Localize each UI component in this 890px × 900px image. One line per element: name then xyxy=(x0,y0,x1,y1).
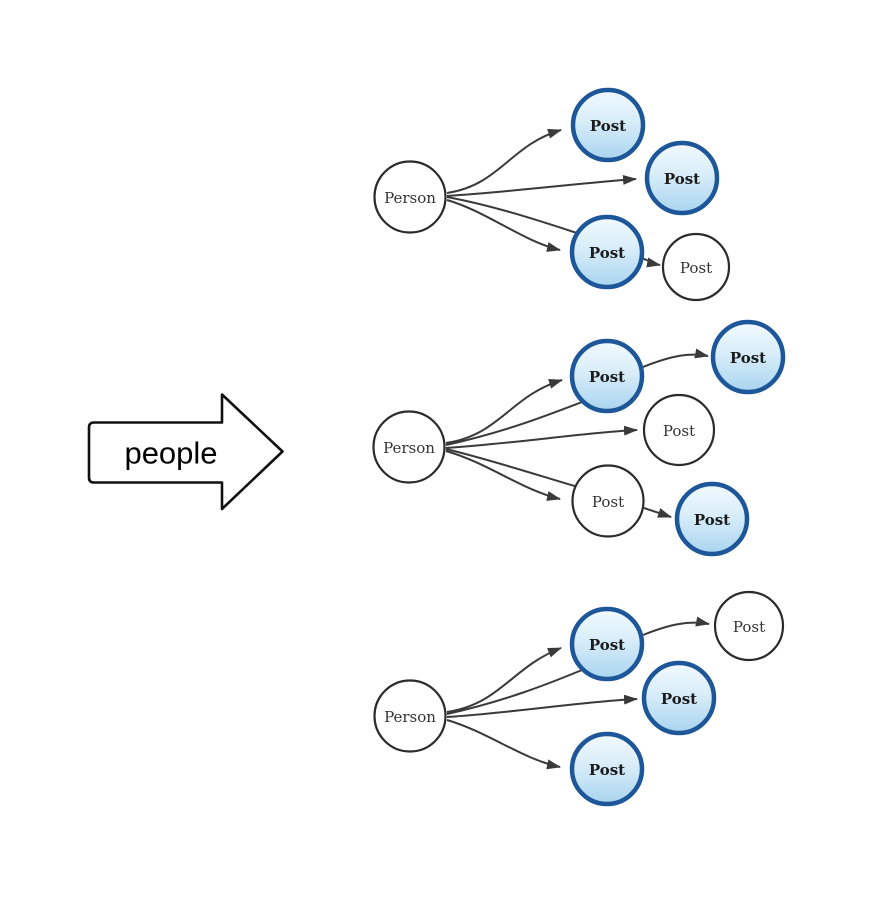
post-label: Post xyxy=(694,511,730,529)
block-arrow-shape xyxy=(87,393,284,511)
post-label: Post xyxy=(592,493,624,511)
edge-post-e-post-f xyxy=(642,348,709,368)
person-circle xyxy=(372,410,446,484)
post-label: Post xyxy=(733,618,765,636)
post-label: Post xyxy=(589,244,625,262)
edge-post-c-post-d xyxy=(641,257,661,268)
people-arrow-label: people xyxy=(124,436,217,471)
node-post-a: Post xyxy=(570,87,646,163)
post-label: Post xyxy=(589,368,625,386)
post-circle-highlighted xyxy=(641,660,717,736)
post-circle-plain xyxy=(571,464,645,538)
node-post-i: Post xyxy=(674,481,750,557)
post-circle-highlighted xyxy=(569,731,645,807)
post-label: Post xyxy=(590,117,626,135)
edge-person2-post-h xyxy=(445,450,561,501)
people-arrow: people xyxy=(87,393,284,511)
node-person-2: Person xyxy=(372,410,446,484)
node-person-3: Person xyxy=(373,679,447,753)
edge-person3-post-l xyxy=(446,694,638,718)
post-label: Post xyxy=(589,636,625,654)
post-circle-plain xyxy=(713,590,785,662)
edge-person3-post-j-2 xyxy=(446,669,583,715)
node-post-k: Post xyxy=(713,590,785,662)
post-circle-highlighted xyxy=(569,214,645,290)
edge-post-h-post-i xyxy=(643,507,672,518)
node-post-l: Post xyxy=(641,660,717,736)
person-circle xyxy=(373,160,447,234)
edges xyxy=(445,128,710,770)
node-post-g: Post xyxy=(642,393,716,467)
person-label: Person xyxy=(384,708,436,726)
edge-person3-post-m xyxy=(446,719,561,770)
post-circle-highlighted xyxy=(644,140,720,216)
node-post-b: Post xyxy=(644,140,720,216)
post-circle-highlighted xyxy=(674,481,750,557)
edge-person3-post-j xyxy=(446,647,562,713)
node-post-e: Post xyxy=(569,338,645,414)
edge-person2-post-e xyxy=(445,379,563,444)
edge-person2-post-g xyxy=(445,425,638,449)
node-post-f: Post xyxy=(710,319,786,395)
post-circle-highlighted xyxy=(569,606,645,682)
person-label: Person xyxy=(384,189,436,207)
post-circle-plain xyxy=(661,232,731,302)
post-circle-plain xyxy=(642,393,716,467)
post-label: Post xyxy=(663,422,695,440)
edge-person1-post-c-2 xyxy=(446,196,578,234)
edge-person1-post-b xyxy=(446,174,637,197)
edge-person2-post-e-2 xyxy=(445,401,583,446)
node-person-1: Person xyxy=(373,160,447,234)
person-label: Person xyxy=(383,439,435,457)
person-circle xyxy=(373,679,447,753)
edge-person2-post-h-2 xyxy=(445,448,579,488)
edge-person1-post-a xyxy=(446,128,562,194)
post-label: Post xyxy=(680,259,712,277)
post-label: Post xyxy=(589,761,625,779)
edge-person1-post-c xyxy=(446,199,561,252)
node-post-c: Post xyxy=(569,214,645,290)
post-circle-highlighted xyxy=(710,319,786,395)
node-post-d: Post xyxy=(661,232,731,302)
node-post-j: Post xyxy=(569,606,645,682)
post-label: Post xyxy=(664,170,700,188)
post-circle-highlighted xyxy=(569,338,645,414)
post-circle-highlighted xyxy=(570,87,646,163)
node-post-m: Post xyxy=(569,731,645,807)
edge-post-j-post-k xyxy=(642,616,710,636)
post-label: Post xyxy=(661,690,697,708)
node-post-h: Post xyxy=(571,464,645,538)
post-label: Post xyxy=(730,349,766,367)
